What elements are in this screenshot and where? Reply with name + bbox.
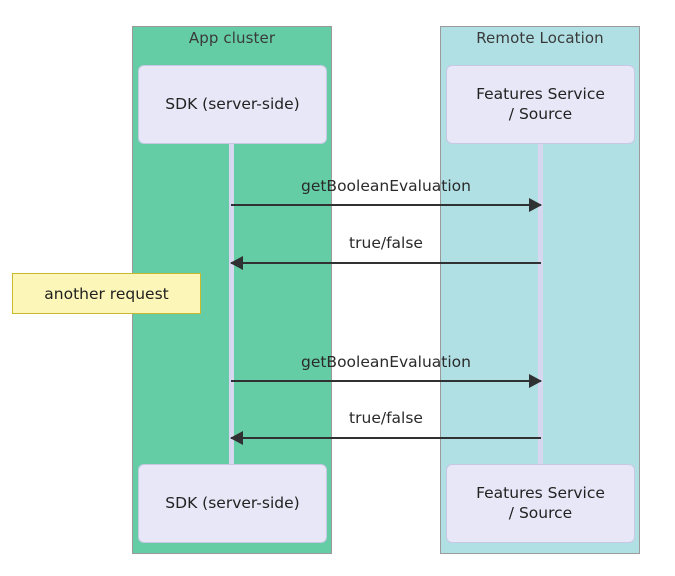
participant-box-sdk-top[interactable]: SDK (server-side) [138, 65, 327, 144]
message-line-2 [231, 262, 541, 264]
participant-group-title-left: App cluster [188, 29, 276, 47]
label-backdrop-m2 [333, 230, 439, 260]
message-line-3 [231, 380, 541, 382]
message-label-1: getBooleanEvaluation [300, 177, 471, 195]
label-backdrop-m3 [333, 348, 439, 378]
message-line-4 [231, 437, 541, 439]
lifeline-features-service [538, 143, 543, 465]
label-backdrop-m1 [333, 172, 439, 202]
message-label-4: true/false [349, 409, 423, 427]
participant-group-title-right: Remote Location [476, 29, 604, 47]
participant-box-sdk-bottom[interactable]: SDK (server-side) [138, 464, 327, 543]
participant-box-features-service-bottom[interactable]: Features Service / Source [446, 464, 635, 543]
lifeline-sdk [229, 143, 234, 465]
message-label-2: true/false [349, 234, 423, 252]
label-backdrop-m4 [333, 406, 439, 436]
arrowhead-left-icon [230, 256, 243, 270]
arrowhead-right-icon [529, 198, 542, 212]
participant-box-features-service-top[interactable]: Features Service / Source [446, 65, 635, 144]
message-line-1 [231, 204, 541, 206]
arrowhead-right-icon [529, 374, 542, 388]
note-another-request[interactable]: another request [12, 273, 201, 314]
arrowhead-left-icon [230, 431, 243, 445]
message-label-3: getBooleanEvaluation [300, 353, 471, 371]
